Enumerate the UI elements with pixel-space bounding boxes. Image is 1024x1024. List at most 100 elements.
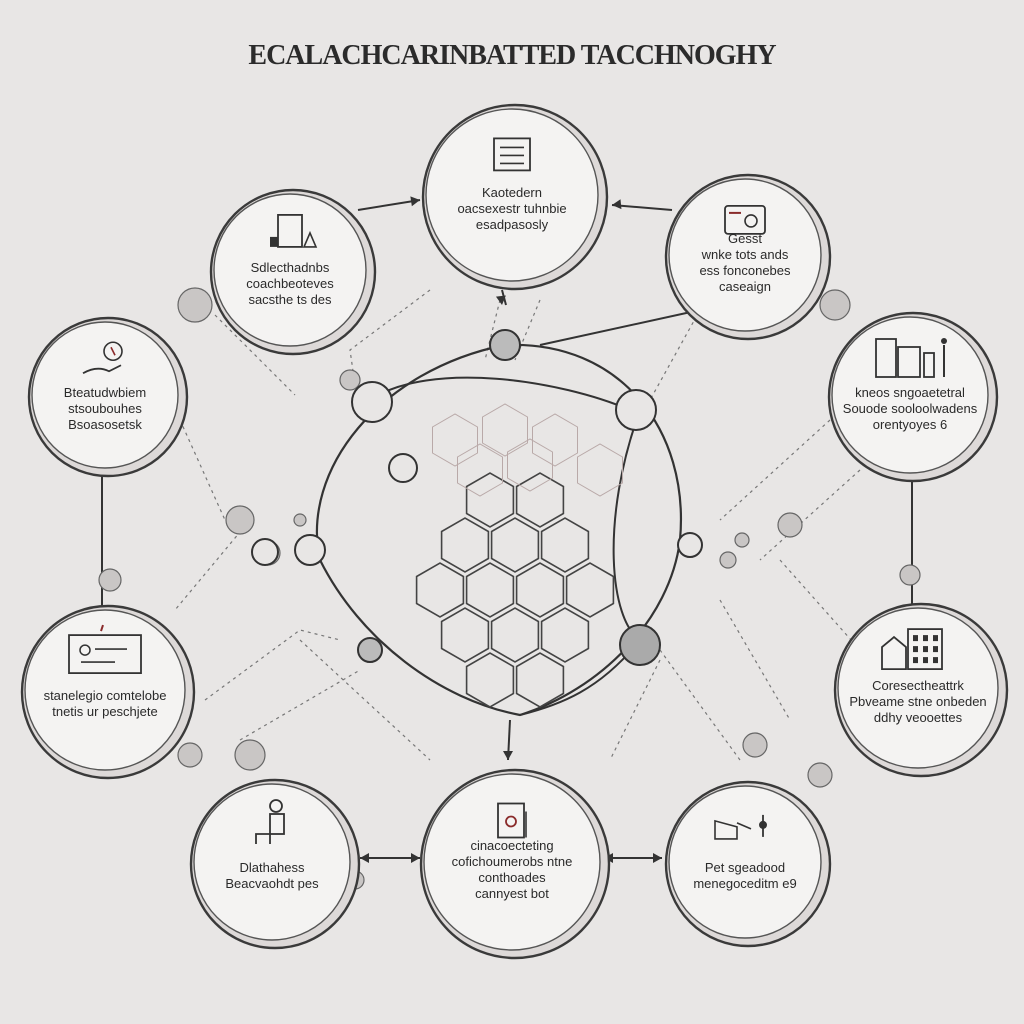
node-inner-circle [837, 607, 999, 769]
node-inner-circle [668, 178, 822, 332]
hub-joint [489, 329, 521, 361]
certificate-icon [497, 802, 527, 839]
node-inner-circle [24, 609, 186, 771]
decor-dot [807, 762, 833, 788]
node-label: Dlathahess [239, 860, 305, 875]
honeycomb-cell [415, 562, 465, 618]
hub-arc [612, 409, 641, 641]
arrow-head [653, 853, 662, 863]
dashed-connector [609, 659, 661, 761]
dashed-connector [239, 669, 361, 741]
node-inner-circle [193, 783, 351, 941]
arrow-head [411, 853, 420, 863]
hub-joint [357, 637, 383, 663]
central-network [251, 329, 703, 717]
node-label: Pet sgeadood [705, 860, 785, 875]
dashed-connector [759, 469, 861, 561]
honeycomb-cell [515, 652, 565, 708]
decor-dot [177, 287, 213, 323]
node-inner-circle [423, 773, 601, 951]
document-chart-icon [270, 213, 318, 248]
node-label: oacsexestr tuhnbie [457, 201, 566, 216]
house-icon [881, 628, 943, 670]
solid-connector [611, 204, 673, 211]
node-label: Pbveame stne onbeden [849, 694, 986, 709]
dashed-connector [179, 419, 226, 521]
node-label: stsoubouhes [68, 401, 142, 416]
decor-dot [293, 513, 307, 527]
node-label: sacsthe ts des [248, 292, 332, 307]
node-label: orentyoyes 6 [873, 417, 947, 432]
hub-arc [369, 376, 631, 411]
node-label: stanelegio comtelobe [44, 688, 167, 703]
dashed-connector [659, 649, 741, 761]
decor-dot [98, 568, 122, 592]
node-label: tnetis ur peschjete [52, 704, 158, 719]
solid-connector [357, 199, 421, 211]
hand-money-icon [82, 341, 123, 375]
card-icon [724, 204, 766, 235]
dashed-connector [204, 629, 341, 701]
buildings-icon [875, 338, 947, 378]
decor-dot [339, 369, 361, 391]
decor-dot [742, 732, 768, 758]
faint-cell [532, 413, 578, 467]
node-inner-circle [831, 316, 989, 474]
arrow-head [495, 295, 506, 305]
diagram-title: ECALACHCARINBATTED TACCHNOGHY [248, 40, 776, 71]
node-label: caseaign [719, 279, 771, 294]
dashed-connector [719, 419, 831, 521]
node-label: Coresectheattrk [872, 678, 964, 693]
hub-joint [351, 381, 393, 423]
node-inner-circle [213, 193, 367, 347]
honeycomb-cell [490, 517, 540, 573]
connector-group [98, 196, 921, 890]
decor-dot [734, 532, 750, 548]
honeycomb-cell [565, 562, 615, 618]
node-label: Souode sooloolwadens [843, 401, 978, 416]
arrow-head [502, 750, 513, 760]
faint-cell [432, 413, 478, 467]
hub-joint [251, 538, 279, 566]
dashed-connector [719, 599, 791, 721]
solid-connector [539, 309, 701, 346]
honeycomb-cell [440, 517, 490, 573]
dashed-connector [174, 519, 251, 611]
arrow-head [360, 852, 370, 863]
node-label: ess fonconebes [699, 263, 791, 278]
arrow-head [612, 199, 622, 210]
node-label: Bsoasosetsk [68, 417, 142, 432]
honeycomb-cell [540, 517, 590, 573]
node-label: conthoades [478, 870, 546, 885]
key-icon [714, 814, 767, 840]
person-icon [255, 799, 285, 844]
node-label: cofichoumerobs ntne [452, 854, 573, 869]
id-card-icon [68, 624, 142, 674]
hub-joint [677, 532, 703, 558]
decor-dot [899, 564, 921, 586]
honeycomb-cell [465, 562, 515, 618]
node-label: menegoceditm e9 [693, 876, 796, 891]
dashed-connector [299, 639, 431, 761]
node-label: Gesst [728, 231, 762, 246]
hub-joint [619, 624, 661, 666]
node-label: Kaotedern [482, 185, 542, 200]
node-label: coachbeoteves [246, 276, 334, 291]
node-label: Sdlecthadnbs [251, 260, 330, 275]
faint-cell [577, 443, 623, 497]
node-label: cannyest bot [475, 886, 549, 901]
faint-cell [507, 438, 553, 492]
node-label: esadpasosly [476, 217, 549, 232]
decor-dot [177, 742, 203, 768]
